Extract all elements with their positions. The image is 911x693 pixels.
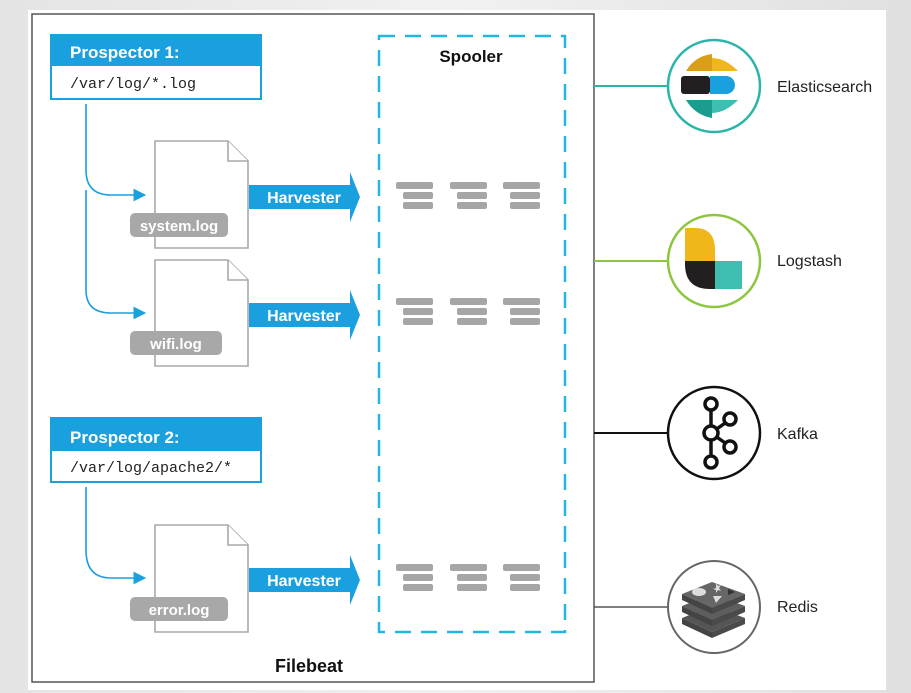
queue-bar [503, 564, 540, 571]
prospector-1-title: Prospector 1: [70, 43, 180, 62]
output-redis: Redis [667, 560, 818, 654]
queue-bar [510, 318, 540, 325]
file-label-badge [130, 597, 228, 621]
queue-bar [403, 584, 433, 591]
filebeat-label: Filebeat [275, 656, 343, 676]
prospector-2-path: /var/log/apache2/* [70, 460, 232, 477]
prospector-1-path: /var/log/*.log [70, 76, 196, 93]
prospector-1: Prospector 1: /var/log/*.log [50, 34, 262, 100]
queue-icon [396, 182, 433, 209]
harvester-label: Harvester [267, 573, 341, 590]
prospector-connectors [85, 104, 147, 585]
queue-bar [403, 202, 433, 209]
file-name: error.log [149, 602, 210, 619]
queue-icon [450, 564, 487, 591]
connector-wifi-log [85, 190, 147, 320]
queue-bar [457, 574, 487, 581]
logstash-logo-icon [685, 228, 742, 289]
connector-system-log [85, 104, 147, 202]
queue-bar [396, 564, 433, 571]
filebeat-container [31, 13, 595, 683]
harvester-arrow-2: Harvester [249, 290, 360, 340]
queue-bar [457, 202, 487, 209]
queue-icon [450, 182, 487, 209]
queue-bar [457, 192, 487, 199]
harvester-label: Harvester [267, 190, 341, 207]
connector-error-log [85, 487, 147, 585]
kafka-logo-icon [702, 396, 738, 470]
spooler-queues [396, 182, 540, 591]
queue-bar [510, 574, 540, 581]
spooler-box [377, 34, 567, 634]
prospector-2: Prospector 2: /var/log/apache2/* [50, 417, 262, 483]
queue-bar [403, 192, 433, 199]
queue-bar [450, 564, 487, 571]
harvester-label: Harvester [267, 308, 341, 325]
queue-icon [503, 298, 540, 325]
queue-bar [450, 298, 487, 305]
elasticsearch-logo-icon [681, 54, 738, 118]
redis-logo-icon [682, 582, 745, 638]
queue-bar [403, 308, 433, 315]
queue-icon [503, 564, 540, 591]
redis-label: Redis [777, 599, 818, 616]
queue-icon [450, 298, 487, 325]
queue-icon [396, 564, 433, 591]
file-error-log: error.log [130, 524, 249, 633]
kafka-label: Kafka [777, 426, 818, 443]
queue-bar [457, 318, 487, 325]
queue-bar [396, 298, 433, 305]
spooler-label: Spooler [439, 47, 503, 66]
queue-bar [457, 308, 487, 315]
queue-bar [510, 584, 540, 591]
output-elasticsearch: Elasticsearch [666, 38, 872, 134]
queue-bar [396, 182, 433, 189]
prospector-2-title: Prospector 2: [70, 428, 180, 447]
harvester-arrow-3: Harvester [249, 555, 360, 605]
queue-bar [503, 298, 540, 305]
file-name: system.log [140, 218, 218, 235]
queue-bar [510, 192, 540, 199]
queue-icon [396, 298, 433, 325]
queue-bar [503, 182, 540, 189]
queue-bar [510, 202, 540, 209]
file-wifi-log: wifi.log [130, 259, 249, 367]
file-name: wifi.log [149, 336, 202, 353]
queue-icon [503, 182, 540, 209]
queue-bar [450, 182, 487, 189]
logstash-label: Logstash [777, 253, 842, 270]
queue-bar [457, 584, 487, 591]
elasticsearch-label: Elasticsearch [777, 79, 872, 96]
queue-bar [510, 308, 540, 315]
output-kafka: Kafka [666, 385, 818, 481]
file-label-badge [130, 213, 228, 237]
output-logstash: Logstash [666, 213, 842, 309]
file-system-log: system.log [130, 140, 249, 249]
harvester-arrow-1: Harvester [249, 172, 360, 222]
queue-bar [403, 318, 433, 325]
file-label-badge [130, 331, 222, 355]
queue-bar [403, 574, 433, 581]
